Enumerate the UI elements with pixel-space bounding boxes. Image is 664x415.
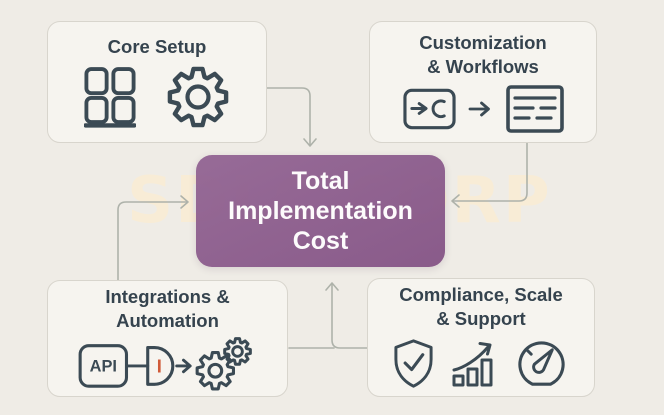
api-chip-icon: API: [78, 344, 128, 388]
arrowhead-down-icon: [303, 138, 317, 147]
arrowhead-left-icon: [451, 194, 460, 208]
gauge-icon: [518, 341, 565, 386]
arrowhead-right-icon: [180, 195, 189, 209]
customization-icons: [402, 85, 564, 133]
form-lines-icon: [505, 85, 564, 133]
gears-icon: [195, 337, 252, 391]
compliance-title-line1: Compliance, Scale: [399, 284, 563, 306]
customization-title-line2: & Workflows: [427, 55, 539, 77]
arrow-right-icon: [468, 101, 490, 117]
compliance-scale-support-card: Compliance, Scale & Support: [367, 278, 595, 397]
gear-icon: [167, 67, 229, 128]
center-title-line3: Cost: [292, 227, 349, 255]
core-setup-title: Core Setup: [107, 35, 207, 57]
growth-chart-icon: [452, 342, 493, 387]
gate-label: I: [156, 356, 161, 377]
arrow-right-icon: [174, 358, 192, 374]
shield-check-icon: [394, 339, 433, 388]
api-label: API: [89, 358, 116, 376]
core-setup-icons: [84, 65, 230, 129]
arrow-compliance-to-center: [288, 282, 368, 349]
customization-workflows-card: Customization & Workflows: [369, 21, 597, 143]
integrations-title-line2: Automation: [116, 309, 219, 331]
center-title-line1: Total: [291, 167, 350, 195]
converge-arrows-icon: [402, 88, 456, 130]
integrations-automation-card: Integrations & Automation API I: [47, 280, 288, 397]
core-setup-card: Core Setup: [47, 21, 267, 143]
arrow-customization-to-center: [451, 142, 528, 208]
arrow-core-setup-to-center: [266, 87, 317, 147]
arrow-integrations-to-center: [117, 195, 189, 281]
compliance-title-line2: & Support: [436, 308, 526, 329]
logic-gate-icon: I: [145, 346, 174, 386]
compliance-icons: [392, 337, 570, 392]
grid-apps-icon: [84, 67, 136, 128]
integrations-title-line1: Integrations &: [105, 285, 230, 307]
center-title-line2: Implementation: [228, 197, 413, 225]
total-implementation-cost-box: Total Implementation Cost: [196, 155, 445, 267]
customization-title-line1: Customization: [419, 31, 547, 53]
api-automation-flow-icon: API I: [78, 337, 252, 391]
arrowhead-up-icon: [325, 282, 339, 291]
integrations-icons: API I: [75, 336, 261, 392]
